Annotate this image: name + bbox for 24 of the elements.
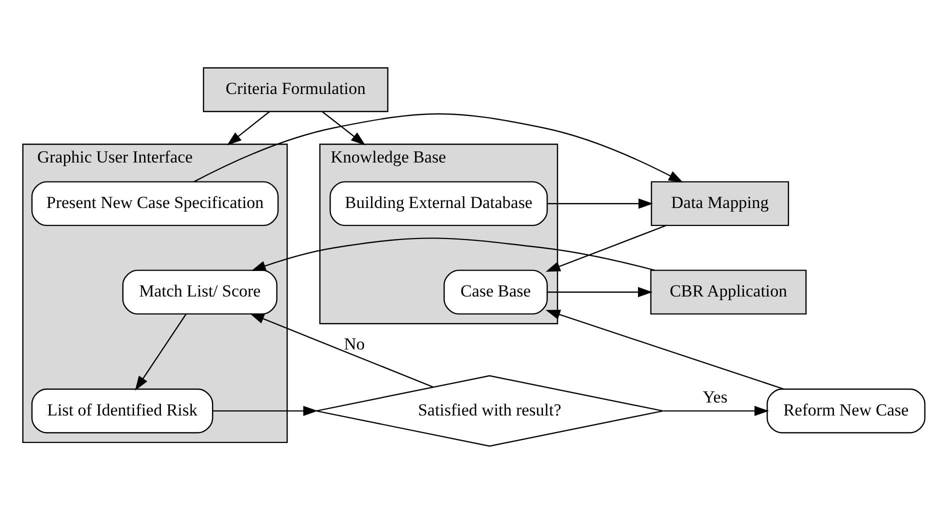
node-diamond: Satisfied with result? — [316, 374, 664, 446]
arrow — [250, 312, 434, 388]
arrow — [546, 309, 784, 390]
node-box: Case Base — [444, 269, 548, 314]
arrow — [251, 237, 655, 270]
arrow — [548, 286, 653, 297]
arrow — [194, 112, 684, 182]
node-box: Building External Database — [330, 180, 548, 226]
node-box: Match List/ Score — [122, 269, 278, 314]
node-box: Present New Case Specification — [31, 180, 279, 226]
node-box: Reform New Case — [766, 388, 926, 433]
arrow — [322, 110, 366, 145]
node-box: CBR Application — [650, 269, 807, 314]
arrow — [546, 224, 666, 272]
node-box: Criteria Formulation — [202, 66, 388, 112]
arrow — [663, 405, 770, 416]
node-box: List of Identified Risk — [31, 388, 214, 433]
node-box: Data Mapping — [650, 180, 790, 226]
arrow — [226, 110, 270, 145]
edge-label: Yes — [702, 387, 728, 406]
arrow — [135, 313, 186, 390]
arrow — [212, 405, 318, 416]
arrow — [547, 198, 654, 208]
edge-label: No — [344, 334, 365, 353]
